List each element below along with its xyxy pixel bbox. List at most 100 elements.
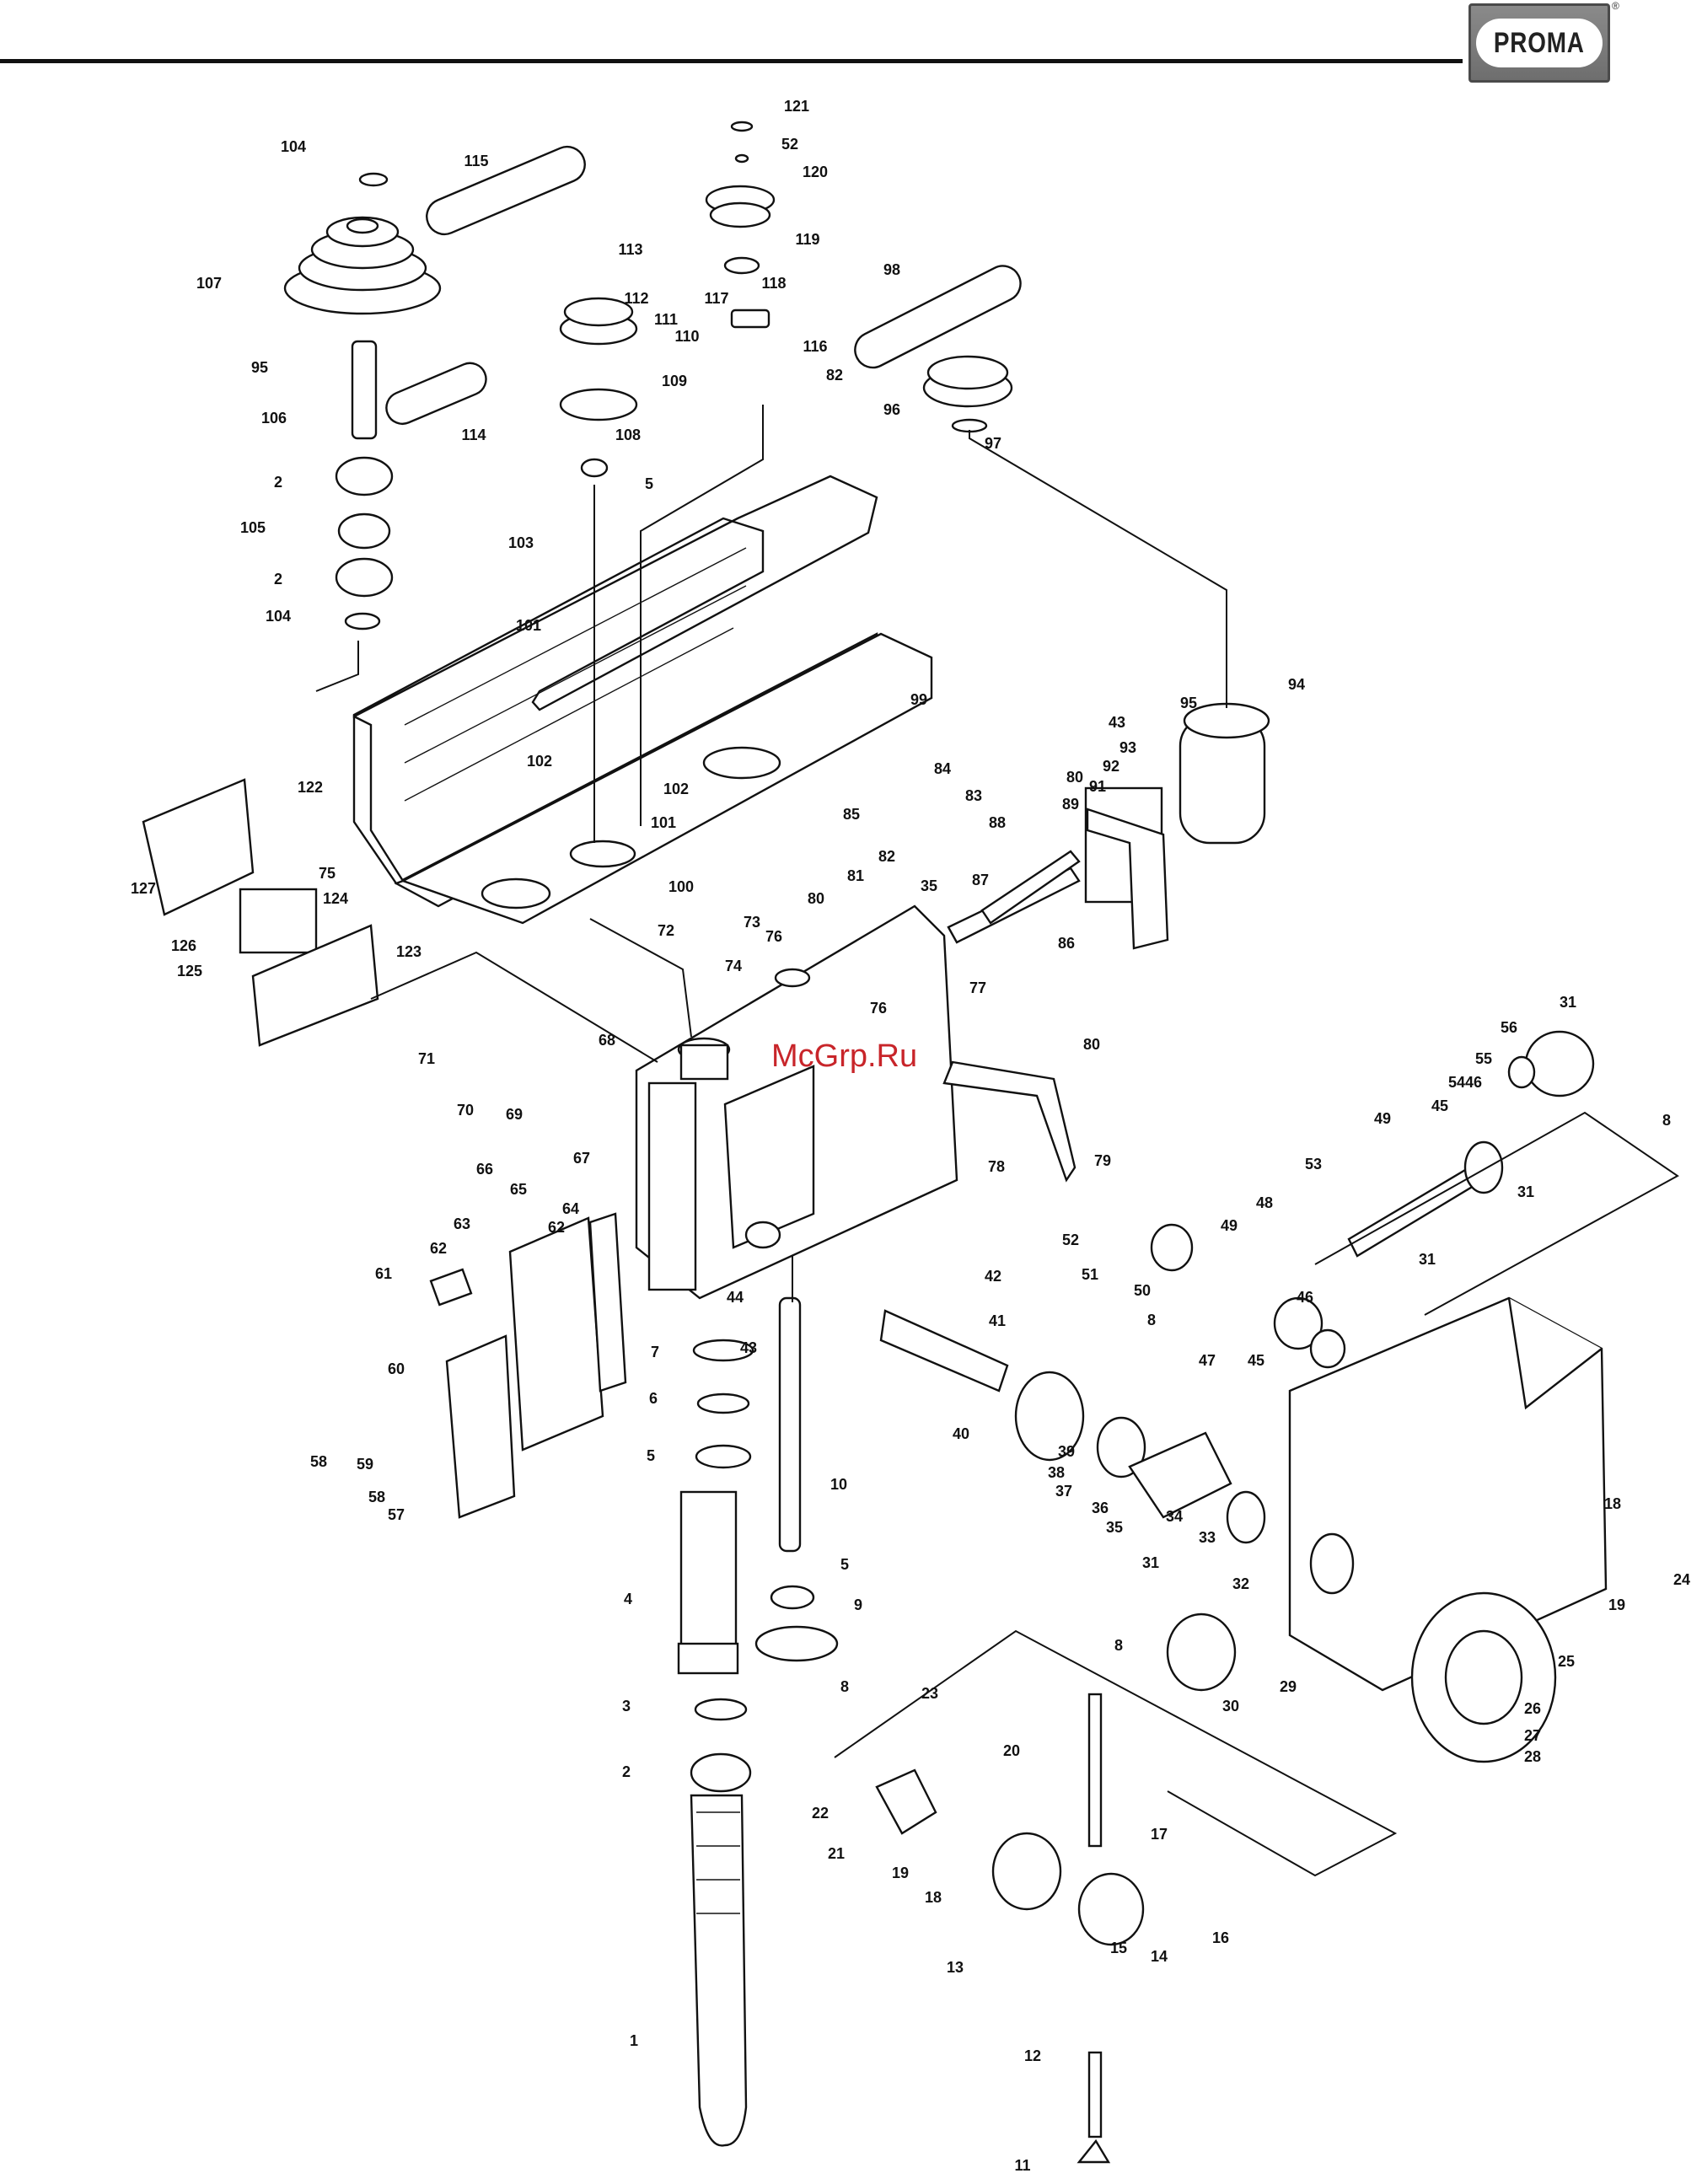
part-label: 23 — [921, 1685, 938, 1702]
part-label: 43 — [1109, 714, 1125, 731]
callout-24: 24 — [1673, 1571, 1690, 1588]
callout-28: 28 — [1524, 1748, 1541, 1765]
callout-122: 122 — [298, 779, 323, 796]
part-label: 60 — [388, 1360, 405, 1377]
part-label: 86 — [1058, 935, 1075, 952]
part-label: 5 — [840, 1556, 849, 1573]
callout-98: 98 — [883, 261, 900, 278]
callout-120: 120 — [803, 164, 828, 180]
part-label: 80 — [1083, 1036, 1100, 1053]
callout-124: 124 — [323, 890, 348, 907]
callout-93: 93 — [1119, 739, 1136, 756]
part-label: 42 — [985, 1268, 1001, 1285]
part-label: 76 — [870, 1000, 887, 1017]
callout-41: 41 — [989, 1312, 1006, 1329]
callout-8: 8 — [1147, 1312, 1156, 1328]
part-label: 68 — [599, 1032, 615, 1049]
callout-102: 102 — [663, 781, 689, 797]
callout-34: 34 — [1166, 1508, 1183, 1525]
motor-94 — [1084, 702, 1270, 904]
pinion-shaft-10 — [778, 1296, 802, 1553]
part-label: 34 — [1166, 1508, 1183, 1525]
callout-47: 47 — [1199, 1352, 1216, 1369]
callout-19: 19 — [1608, 1596, 1625, 1613]
callout-69: 69 — [506, 1106, 523, 1123]
callout-123: 123 — [396, 943, 421, 960]
cover-30 — [1166, 1613, 1237, 1692]
part-label: 8 — [840, 1678, 849, 1695]
motor-bracket — [1086, 808, 1169, 950]
part-label: 102 — [663, 781, 689, 797]
callout-91: 91 — [1089, 778, 1106, 795]
part-label: 109 — [662, 373, 687, 389]
callout-7: 7 — [651, 1344, 659, 1360]
part-label: 88 — [989, 814, 1006, 831]
part-label: 11 — [1014, 2157, 1030, 2174]
bevel-gear-45 — [1309, 1328, 1346, 1369]
front-panel — [429, 1212, 627, 1519]
part-label: 115 — [464, 153, 488, 169]
pulley-cover — [352, 475, 933, 925]
callout-58: 58 — [368, 1489, 385, 1505]
part-label: 14 — [1151, 1948, 1168, 1965]
callout-82: 82 — [826, 367, 843, 384]
belt-115 — [426, 145, 586, 236]
part-label: 41 — [989, 1312, 1006, 1329]
part-label: 100 — [668, 878, 694, 895]
callout-59: 59 — [357, 1456, 373, 1473]
part-label: 45 — [1248, 1352, 1264, 1369]
callout-66: 66 — [476, 1161, 493, 1178]
part-label: 4 — [624, 1591, 632, 1607]
callout-35: 35 — [1106, 1519, 1123, 1536]
callout-5: 5 — [647, 1447, 655, 1464]
step-pulley-107 — [283, 172, 442, 315]
part-label: 17 — [1151, 1826, 1168, 1843]
callout-36: 36 — [1092, 1500, 1109, 1516]
callout-119: 119 — [795, 231, 819, 248]
part-label: 52 — [781, 136, 798, 153]
part-label: 19 — [892, 1865, 909, 1881]
callout-27: 27 — [1524, 1727, 1541, 1744]
callout-121: 121 — [784, 98, 809, 115]
part-label: 30 — [1222, 1698, 1239, 1714]
callout-99: 99 — [910, 691, 927, 708]
part-label: 39 — [1058, 1443, 1075, 1460]
part-label: 71 — [418, 1050, 435, 1067]
part-label: 19 — [1608, 1596, 1625, 1613]
callout-37: 37 — [1055, 1483, 1072, 1500]
part-label: 76 — [765, 928, 782, 945]
part-label: 51 — [1082, 1266, 1098, 1283]
callout-78: 78 — [988, 1158, 1005, 1175]
part-label: 62 — [430, 1240, 447, 1257]
callout-57: 57 — [388, 1506, 405, 1523]
part-label: 61 — [375, 1265, 392, 1282]
callout-5: 5 — [645, 475, 653, 492]
part-label: 28 — [1524, 1748, 1541, 1765]
part-label: 10 — [830, 1476, 847, 1493]
callout-87: 87 — [972, 872, 989, 888]
nut-9 — [754, 1625, 839, 1662]
part-label: 24 — [1673, 1571, 1690, 1588]
callout-8: 8 — [840, 1678, 849, 1695]
part-label: 33 — [1199, 1529, 1216, 1546]
part-label: 89 — [1062, 796, 1079, 813]
callout-62: 62 — [430, 1240, 447, 1257]
callout-83: 83 — [965, 787, 982, 804]
callout-42: 42 — [985, 1268, 1001, 1285]
callout-74: 74 — [725, 958, 742, 974]
part-label: 7 — [651, 1344, 659, 1360]
part-label: 125 — [177, 963, 202, 979]
part-label: 18 — [925, 1889, 942, 1906]
part-label: 95 — [251, 359, 268, 376]
callout-112: 112 — [624, 290, 648, 307]
callout-115: 115 — [464, 153, 488, 169]
callout-80: 80 — [808, 890, 824, 907]
callout-58: 58 — [310, 1453, 327, 1470]
part-label: 97 — [985, 435, 1001, 452]
part-label: 2 — [622, 1763, 631, 1780]
callout-10: 10 — [830, 1476, 847, 1493]
callout-76: 76 — [765, 928, 782, 945]
part-label: 8 — [1147, 1312, 1156, 1328]
part-label: 5 — [647, 1447, 655, 1464]
